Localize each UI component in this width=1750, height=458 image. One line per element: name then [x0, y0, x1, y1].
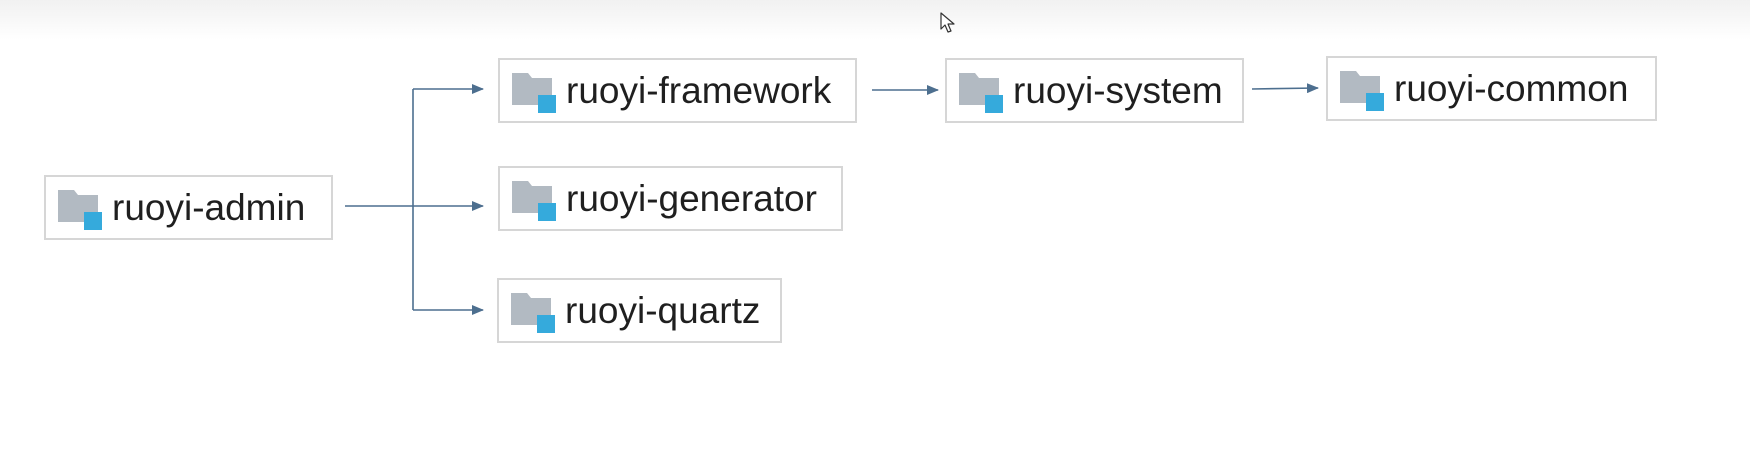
module-ruoyi-system[interactable]: ruoyi-system	[945, 58, 1244, 123]
module-ruoyi-quartz[interactable]: ruoyi-quartz	[497, 278, 782, 343]
folder-module-icon	[58, 189, 102, 230]
mouse-pointer-icon	[940, 12, 955, 33]
module-label: ruoyi-system	[1013, 70, 1223, 111]
module-ruoyi-framework[interactable]: ruoyi-framework	[498, 58, 857, 123]
module-ruoyi-generator[interactable]: ruoyi-generator	[498, 166, 843, 231]
window-top-band	[0, 0, 1750, 40]
folder-module-icon	[512, 72, 556, 113]
folder-module-icon	[511, 292, 555, 333]
module-label: ruoyi-common	[1394, 68, 1629, 109]
module-label: ruoyi-quartz	[565, 290, 761, 331]
edge-system-to-common	[1251, 83, 1319, 94]
module-label: ruoyi-generator	[566, 178, 817, 219]
module-ruoyi-common[interactable]: ruoyi-common	[1326, 56, 1657, 121]
module-label: ruoyi-admin	[112, 187, 306, 228]
folder-module-icon	[959, 72, 1003, 113]
folder-module-icon	[1340, 70, 1384, 111]
module-ruoyi-admin[interactable]: ruoyi-admin	[44, 175, 333, 240]
folder-module-icon	[512, 180, 556, 221]
module-label: ruoyi-framework	[566, 70, 832, 111]
edge-admin-trunk	[345, 89, 414, 310]
